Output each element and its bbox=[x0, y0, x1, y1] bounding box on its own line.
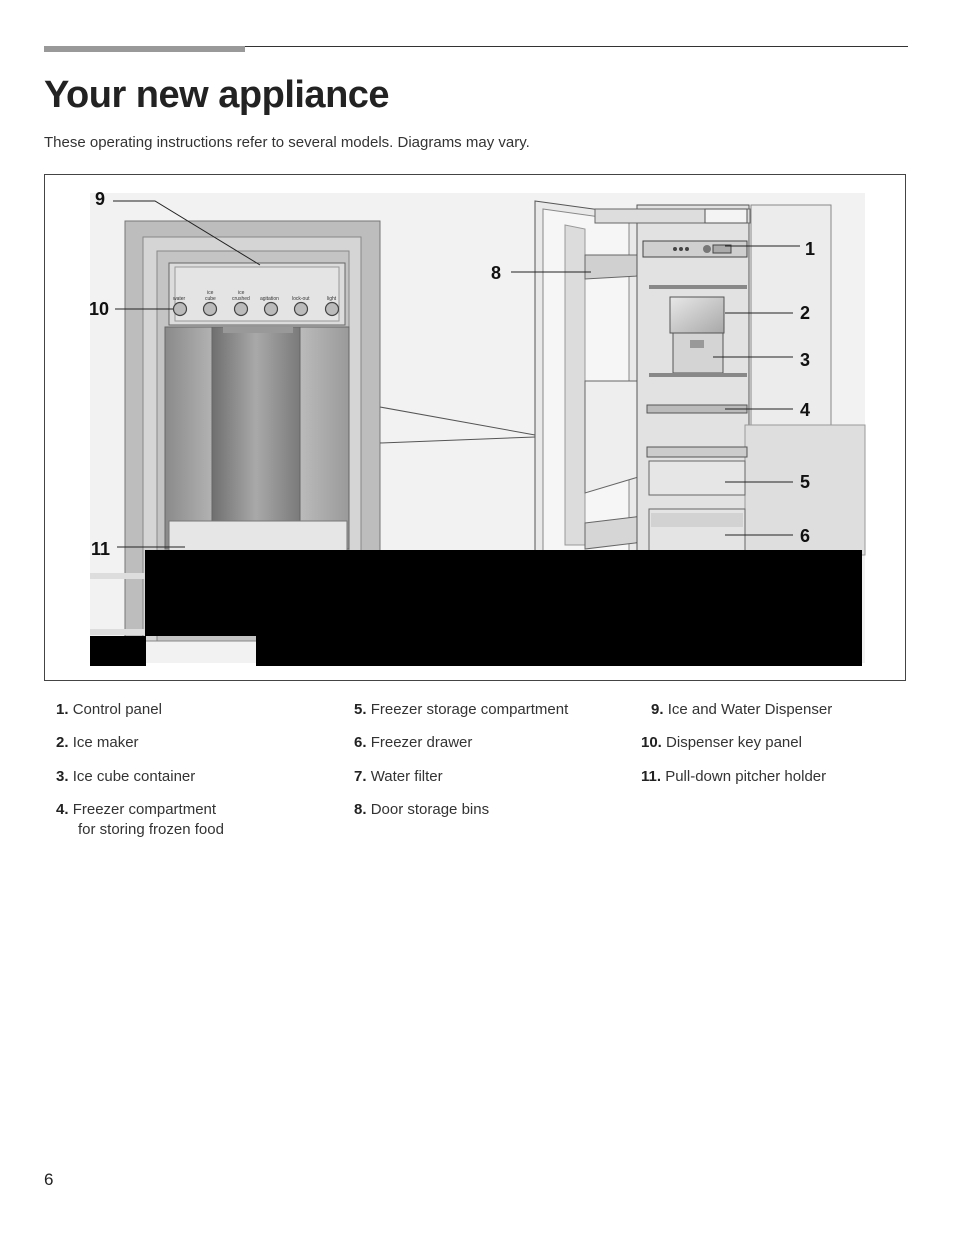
appliance-diagram: water ice cube ice crushed agitation loc… bbox=[44, 174, 906, 681]
page-number: 6 bbox=[44, 1170, 54, 1189]
light-button bbox=[324, 301, 340, 317]
callout-4: 4 bbox=[800, 400, 810, 420]
callout-8: 8 bbox=[491, 263, 501, 283]
panel-label-agitation: agitation bbox=[260, 296, 279, 302]
legend-item-3: 3. Ice cube container bbox=[56, 768, 196, 785]
callout-2: 2 bbox=[800, 303, 810, 323]
legend-item-1: 1. Control panel bbox=[56, 701, 162, 718]
callout-5: 5 bbox=[800, 472, 810, 492]
leader-lines bbox=[113, 200, 800, 548]
legend-item-11: 11. Pull-down pitcher holder bbox=[641, 768, 827, 785]
panel-label-ice-cube-2: cube bbox=[205, 296, 216, 302]
panel-label-ice-cube-1: ice bbox=[207, 290, 214, 296]
legend-item-4: 4. Freezer compartment for storing froze… bbox=[56, 801, 224, 838]
legend-item-2: 2. Ice maker bbox=[56, 734, 139, 751]
legend-item-9: 9. Ice and Water Dispenser bbox=[651, 701, 833, 718]
panel-label-ice-crushed-2: crushed bbox=[232, 296, 250, 302]
ice-cube-button bbox=[202, 301, 218, 317]
water-button bbox=[172, 301, 188, 317]
callout-9: 9 bbox=[95, 189, 105, 209]
callout-6: 6 bbox=[800, 526, 810, 546]
page-title: Your new appliance bbox=[44, 74, 390, 116]
header-accent-bar bbox=[44, 46, 245, 52]
agitation-button bbox=[263, 301, 279, 317]
callout-10: 10 bbox=[89, 299, 109, 319]
callout-1: 1 bbox=[805, 239, 815, 259]
callout-11: 11 bbox=[91, 539, 110, 559]
legend-item-5: 5. Freezer storage compartment bbox=[354, 701, 569, 718]
panel-label-water: water bbox=[173, 296, 186, 302]
panel-label-ice-crushed-1: ice bbox=[238, 290, 245, 296]
header-rule bbox=[44, 46, 908, 47]
panel-label-light: light bbox=[327, 296, 337, 302]
redacted-region bbox=[90, 550, 862, 666]
intro-text: These operating instructions refer to se… bbox=[44, 134, 530, 151]
callout-3: 3 bbox=[800, 350, 810, 370]
legend-item-10: 10. Dispenser key panel bbox=[641, 734, 802, 751]
appliance-illustration: water ice cube ice crushed agitation loc… bbox=[89, 189, 866, 666]
legend-item-6: 6. Freezer drawer bbox=[354, 734, 473, 751]
lockout-button bbox=[293, 301, 309, 317]
ice-crushed-button bbox=[233, 301, 249, 317]
legend-item-7: 7. Water filter bbox=[354, 768, 443, 785]
legend-item-8: 8. Door storage bins bbox=[354, 801, 490, 818]
panel-label-lockout: lock-out bbox=[292, 296, 310, 302]
freezer-illustration bbox=[534, 200, 866, 556]
